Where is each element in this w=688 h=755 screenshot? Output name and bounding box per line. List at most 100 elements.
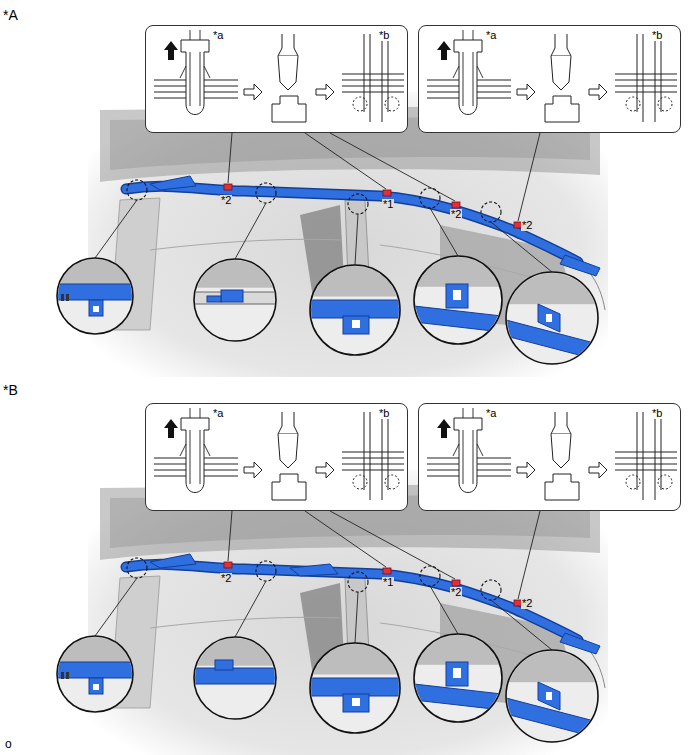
bracket-detail xyxy=(538,682,560,710)
airbag-detail xyxy=(194,668,276,684)
callout-letter: *b xyxy=(651,408,663,419)
callout-box: *a*b xyxy=(145,25,408,133)
bracket-hole xyxy=(352,698,360,706)
roof-detail xyxy=(414,256,502,287)
panel-line xyxy=(342,464,404,465)
magnifier-content xyxy=(194,637,276,684)
magnifier-ground xyxy=(57,258,133,334)
bracket-detail xyxy=(446,284,468,308)
magnifier-content xyxy=(414,256,502,332)
magnifier-rim xyxy=(194,259,276,341)
callout-letter: *a xyxy=(485,408,497,419)
clip-detail xyxy=(180,430,210,484)
detail-circle xyxy=(420,188,440,208)
curtain-airbag xyxy=(126,564,578,640)
figure-code: o xyxy=(4,738,13,750)
magnifier-rim xyxy=(310,643,400,733)
leader-line xyxy=(330,511,455,579)
stud-mark xyxy=(66,672,69,679)
bracket-detail xyxy=(343,316,369,334)
panel-line xyxy=(342,452,404,453)
callout-letter: *a xyxy=(212,30,224,41)
callout-number: *2 xyxy=(521,598,533,609)
clip-mark xyxy=(383,190,391,196)
callout-letter: *b xyxy=(378,408,390,419)
pull-arrow xyxy=(437,419,451,438)
detail-circle xyxy=(353,97,367,111)
curtain-airbag xyxy=(126,186,578,262)
bracket-detail xyxy=(343,694,369,712)
magnifier-content xyxy=(414,634,502,710)
callout-number: *2 xyxy=(450,209,462,220)
clip-body xyxy=(454,40,482,115)
roof-detail xyxy=(57,636,133,663)
airbag-detail xyxy=(57,284,133,300)
clip-body xyxy=(181,418,209,493)
clip-detail xyxy=(180,52,210,106)
roof-detail xyxy=(506,650,598,682)
leader-line xyxy=(235,203,266,259)
bracket-hole xyxy=(93,306,99,312)
tool-tip xyxy=(190,30,200,40)
bracket-hole xyxy=(546,314,552,322)
step-arrow xyxy=(589,462,607,478)
panel-line xyxy=(342,74,404,75)
clip-leg xyxy=(551,434,571,468)
leader-line xyxy=(355,592,358,643)
detail-circle xyxy=(481,202,501,222)
stud-mark xyxy=(61,294,64,301)
panel-line xyxy=(342,86,404,87)
callout-number: *2 xyxy=(450,587,462,598)
bracket-detail xyxy=(89,300,103,316)
magnifier-content xyxy=(310,265,400,334)
view-label: *A xyxy=(2,8,19,22)
magnifier-rim xyxy=(57,636,133,712)
step-arrow xyxy=(589,84,607,100)
airbag-detail xyxy=(310,678,400,696)
callout-letter: *a xyxy=(212,408,224,419)
panel-line xyxy=(615,470,677,471)
roof-detail xyxy=(194,637,276,666)
detail-circle xyxy=(385,97,399,111)
body-ground xyxy=(88,92,608,377)
panel-line xyxy=(342,470,404,471)
magnifier-content xyxy=(194,259,276,304)
panel-line xyxy=(615,92,677,93)
clip-procedure-drawing xyxy=(146,26,407,132)
leader-line xyxy=(518,133,540,221)
curtain-airbag-outline xyxy=(126,564,578,640)
magnifier-rim xyxy=(506,272,598,364)
detail-circle xyxy=(658,475,672,489)
roof-detail xyxy=(414,634,502,665)
clip-detail xyxy=(207,296,221,302)
bracket-detail xyxy=(89,678,103,694)
clip-base xyxy=(545,474,579,500)
airbag-detail xyxy=(414,684,502,710)
airbag-detail xyxy=(414,306,502,332)
step-arrow xyxy=(316,84,334,100)
clip-mark xyxy=(224,184,232,190)
panel-line xyxy=(615,80,677,81)
clip-mark xyxy=(383,568,391,574)
clip-head xyxy=(278,412,298,434)
callout-number: *1 xyxy=(382,199,394,210)
clip-shaft xyxy=(637,412,661,500)
leader-line xyxy=(228,511,232,561)
callout-box: *a*b xyxy=(418,25,681,133)
step-arrow xyxy=(517,84,535,100)
panel-line xyxy=(615,86,677,87)
magnifier-rim xyxy=(194,637,276,719)
clip-detail xyxy=(453,430,483,484)
roof-detail xyxy=(57,258,133,285)
magnifier-rim xyxy=(414,256,502,344)
clip-shaft xyxy=(637,34,661,122)
clip-detail xyxy=(221,290,243,302)
leader-line xyxy=(330,133,455,201)
airbag-end xyxy=(560,255,600,276)
magnifier-ground xyxy=(414,634,502,722)
clip-mark xyxy=(452,202,460,208)
stud-mark xyxy=(61,672,64,679)
magnifier-rim xyxy=(57,258,133,334)
clip-mark xyxy=(452,580,460,586)
view-label: *B xyxy=(2,383,19,397)
